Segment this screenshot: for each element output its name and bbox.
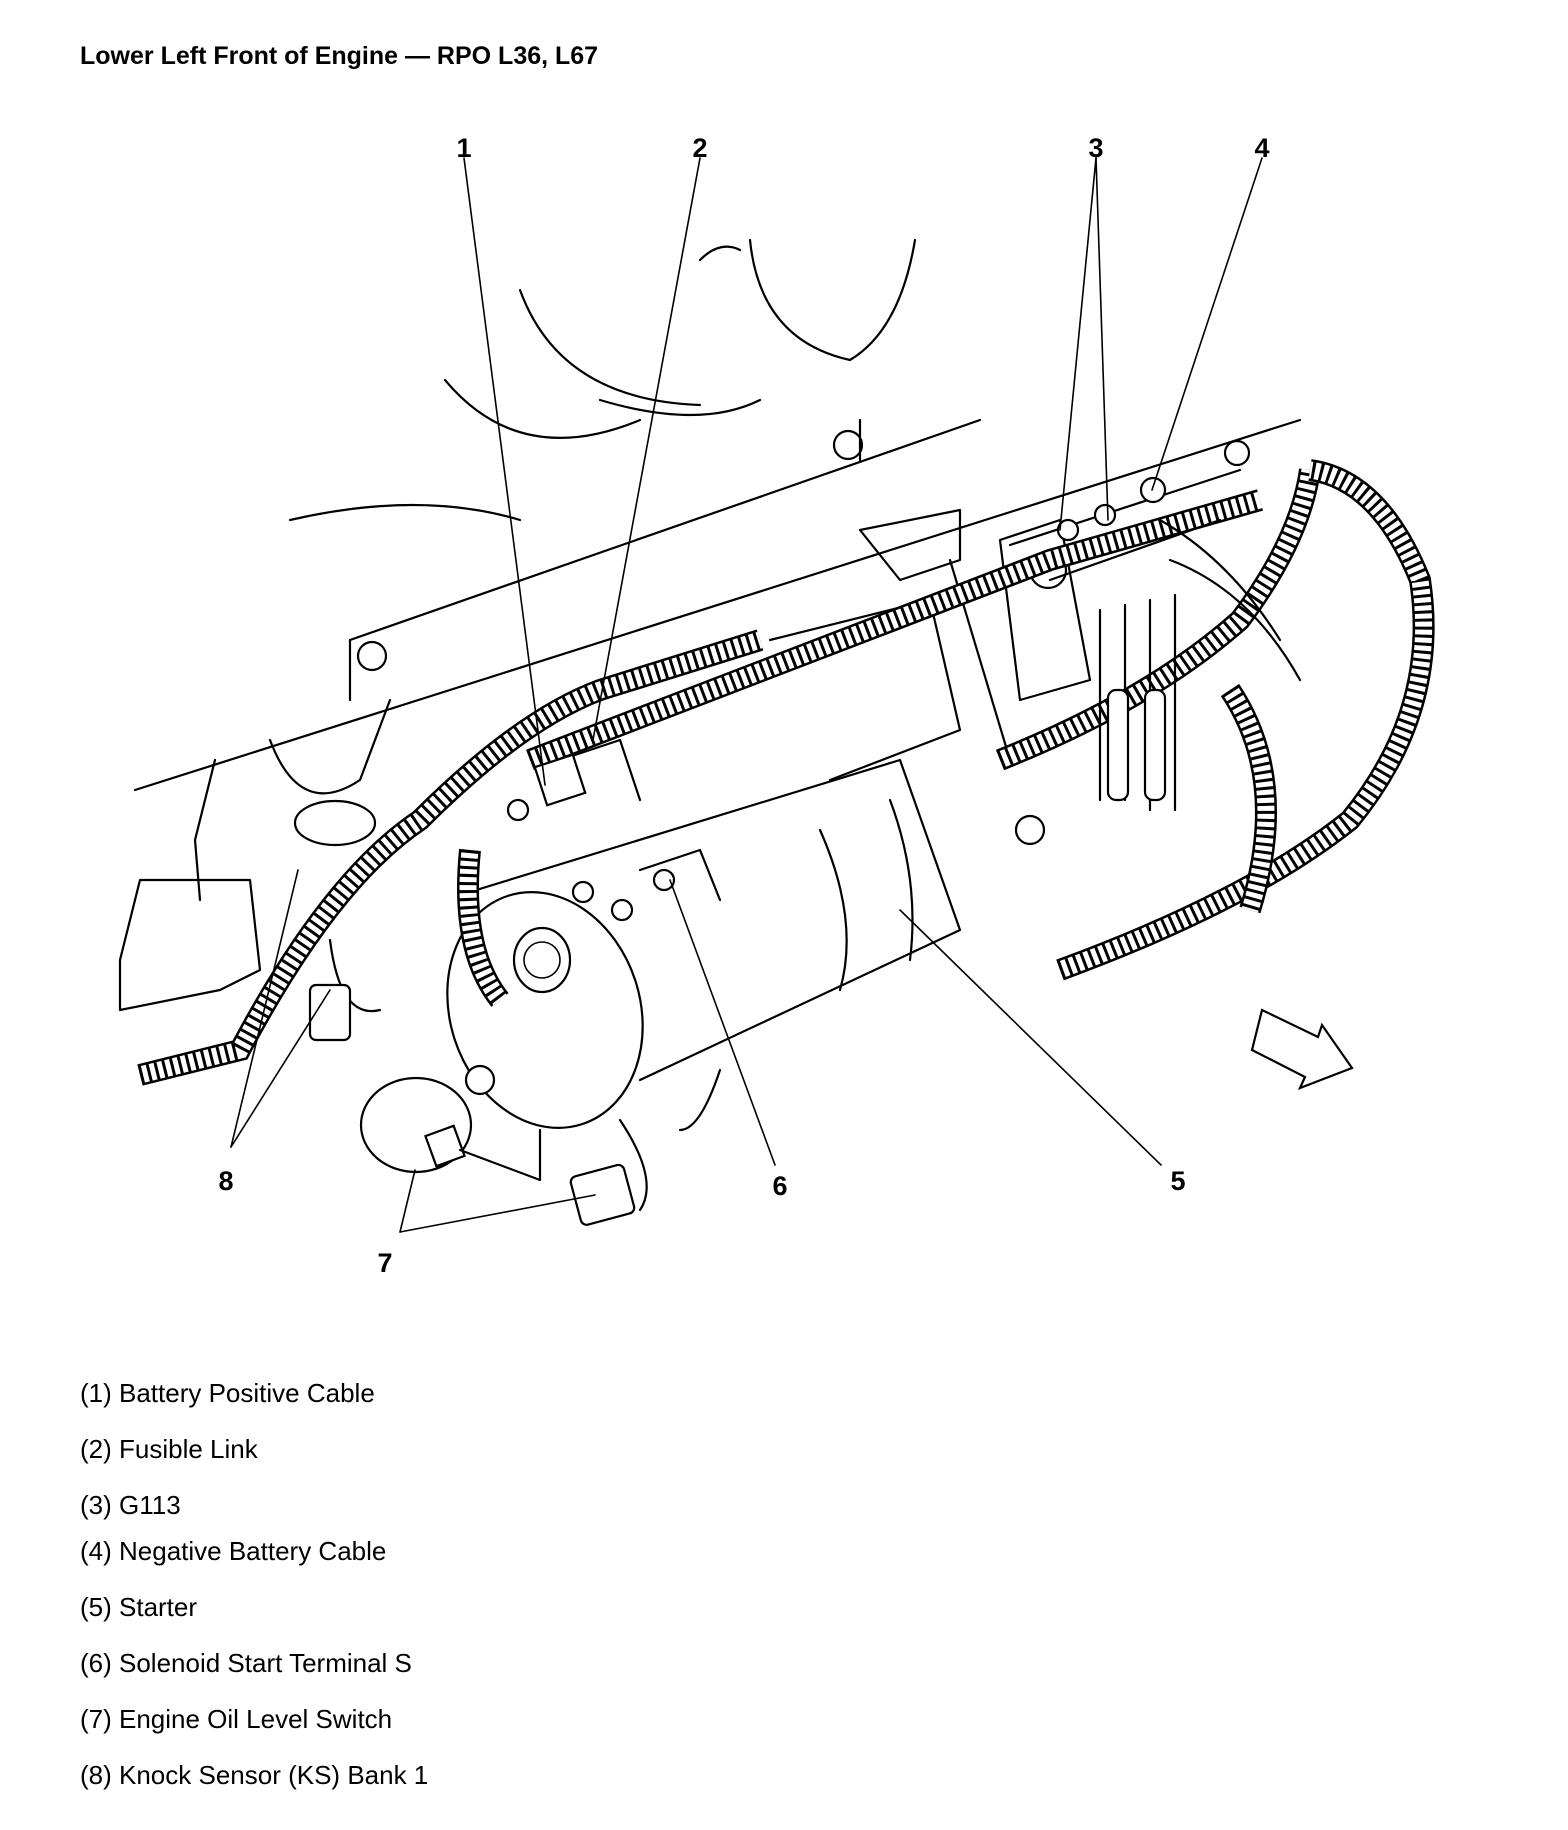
legend-item: (2) Fusible Link xyxy=(80,1434,258,1464)
callout-5: 5 xyxy=(1170,1166,1185,1196)
callout-8: 8 xyxy=(218,1166,233,1196)
legend-item: (5) Starter xyxy=(80,1592,198,1622)
callout-2: 2 xyxy=(692,133,707,163)
legend-item: (1) Battery Positive Cable xyxy=(80,1378,375,1408)
callout-4: 4 xyxy=(1254,133,1269,163)
engine-diagram: 1 2 3 4 5 6 7 8 xyxy=(118,133,1435,1278)
legend-item: (8) Knock Sensor (KS) Bank 1 xyxy=(80,1760,429,1790)
components xyxy=(293,439,1251,1226)
page-title: Lower Left Front of Engine — RPO L36, L6… xyxy=(80,42,599,70)
callout-6: 6 xyxy=(772,1171,787,1201)
cables xyxy=(137,418,1435,1212)
legend-item: (3) G113 xyxy=(80,1490,181,1520)
engine-block xyxy=(118,238,1302,1012)
legend-item: (7) Engine Oil Level Switch xyxy=(80,1704,393,1734)
callout-7: 7 xyxy=(377,1248,392,1278)
legend-list: (1) Battery Positive Cable (2) Fusible L… xyxy=(80,1378,428,1816)
starter xyxy=(446,518,1092,1132)
callout-3: 3 xyxy=(1088,133,1103,163)
legend-item: (6) Solenoid Start Terminal S xyxy=(80,1648,412,1678)
leader-lines xyxy=(230,157,1263,1233)
callout-1: 1 xyxy=(456,133,471,163)
front-direction-arrow-icon xyxy=(1250,1008,1354,1090)
legend-item: (4) Negative Battery Cable xyxy=(80,1536,387,1566)
